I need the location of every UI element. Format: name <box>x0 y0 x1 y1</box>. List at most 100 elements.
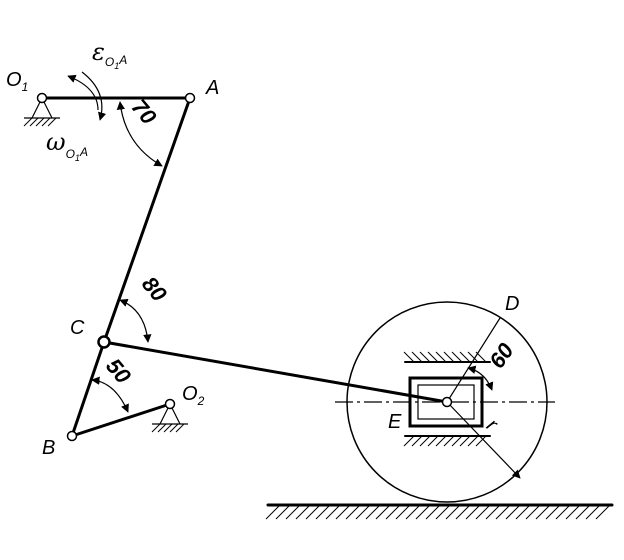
joint-o1 <box>36 92 48 104</box>
hatch-line <box>445 504 461 520</box>
hatch-line <box>325 504 341 520</box>
slider-guide-top <box>403 351 491 363</box>
angle-label-80: 80 <box>137 272 172 307</box>
radius-line-d <box>446 317 501 403</box>
label-o1: O1 <box>6 69 28 94</box>
hatch-line <box>425 504 441 520</box>
hatch-line <box>405 504 421 520</box>
angle-label-70: 70 <box>127 94 162 129</box>
hatch-line <box>175 423 185 433</box>
joint-c <box>97 335 111 349</box>
hatch-line <box>467 351 479 363</box>
hatch-line <box>435 351 447 363</box>
hatch-line <box>403 435 415 447</box>
link-b-o2 <box>70 402 172 438</box>
hatch-line <box>505 504 521 520</box>
hatch-line <box>455 504 471 520</box>
hatch-line <box>495 504 511 520</box>
angle-arc-60 <box>467 365 494 391</box>
label-d: D <box>505 293 519 315</box>
hatch-line <box>305 504 321 520</box>
hatch-line <box>285 504 301 520</box>
hatch-line <box>451 351 463 363</box>
joint-o2 <box>164 398 176 410</box>
hatch-line <box>475 504 491 520</box>
omega-label: ωO1A <box>46 128 88 163</box>
hatch-line <box>585 504 601 520</box>
hatch-line <box>403 351 415 363</box>
hatch-line <box>475 435 487 447</box>
hatch-line <box>275 504 291 520</box>
hatch-line <box>525 504 541 520</box>
hatch-line <box>443 435 455 447</box>
hatch-line <box>565 504 581 520</box>
hatch-line <box>335 504 351 520</box>
hatch-line <box>555 504 571 520</box>
hatch-line <box>575 504 591 520</box>
hatch-line <box>315 504 331 520</box>
joint-a <box>184 92 196 104</box>
hatch-line <box>395 504 411 520</box>
hatch-line <box>515 504 531 520</box>
label-c: C <box>70 317 85 339</box>
ground-surface <box>265 503 614 520</box>
angle-label-60: 60 <box>484 338 519 373</box>
epsilon-label: εO1A <box>92 38 127 71</box>
hatch-line <box>355 504 371 520</box>
hatch-line <box>459 351 471 363</box>
hatch-line <box>465 504 481 520</box>
hatch-line <box>47 117 57 127</box>
epsilon-arrow <box>67 74 99 111</box>
hatch-line <box>345 504 361 520</box>
slider-guide-bottom <box>403 435 491 447</box>
angle-arc-70 <box>116 101 163 167</box>
omega-arrow <box>81 71 107 121</box>
hatch-line <box>451 435 463 447</box>
hatch-line <box>427 435 439 447</box>
angle-label-50: 50 <box>101 354 136 389</box>
hatch-line <box>157 423 167 433</box>
hatch-line <box>411 435 423 447</box>
hatch-line <box>29 117 39 127</box>
link-a-c <box>102 96 192 344</box>
link-c-e <box>102 340 449 404</box>
joint-e <box>441 396 453 408</box>
hatch-line <box>265 504 281 520</box>
hatch-line <box>545 504 561 520</box>
hatch-line <box>443 351 455 363</box>
hatch-line <box>35 117 45 127</box>
label-e: E <box>388 411 402 433</box>
hatch-line <box>459 435 471 447</box>
hatch-line <box>415 504 431 520</box>
angle-arc-80 <box>119 298 152 343</box>
hatch-line <box>419 435 431 447</box>
hatch-line <box>23 117 33 127</box>
hatch-line <box>419 351 431 363</box>
link-c-b <box>70 340 106 438</box>
joint-b <box>66 430 78 442</box>
label-r: r <box>482 414 502 436</box>
radius-line-r <box>446 401 521 479</box>
hatch-line <box>411 351 423 363</box>
hatch-line <box>435 504 451 520</box>
angle-arc-50 <box>91 376 129 413</box>
hatch-line <box>595 504 611 520</box>
hatch-line <box>365 504 381 520</box>
slider-block <box>408 376 484 428</box>
hatch-line <box>467 435 479 447</box>
hatch-line <box>427 351 439 363</box>
hatch-line <box>151 423 161 433</box>
hatch-line <box>41 117 51 127</box>
hatch-line <box>485 504 501 520</box>
label-b: B <box>42 437 55 459</box>
label-a: A <box>205 77 219 99</box>
hatch-line <box>435 435 447 447</box>
hatch-line <box>535 504 551 520</box>
hatch-line <box>385 504 401 520</box>
hatch-line <box>169 423 179 433</box>
hatch-line <box>295 504 311 520</box>
label-o2: O2 <box>182 383 205 408</box>
hatch-line <box>375 504 391 520</box>
